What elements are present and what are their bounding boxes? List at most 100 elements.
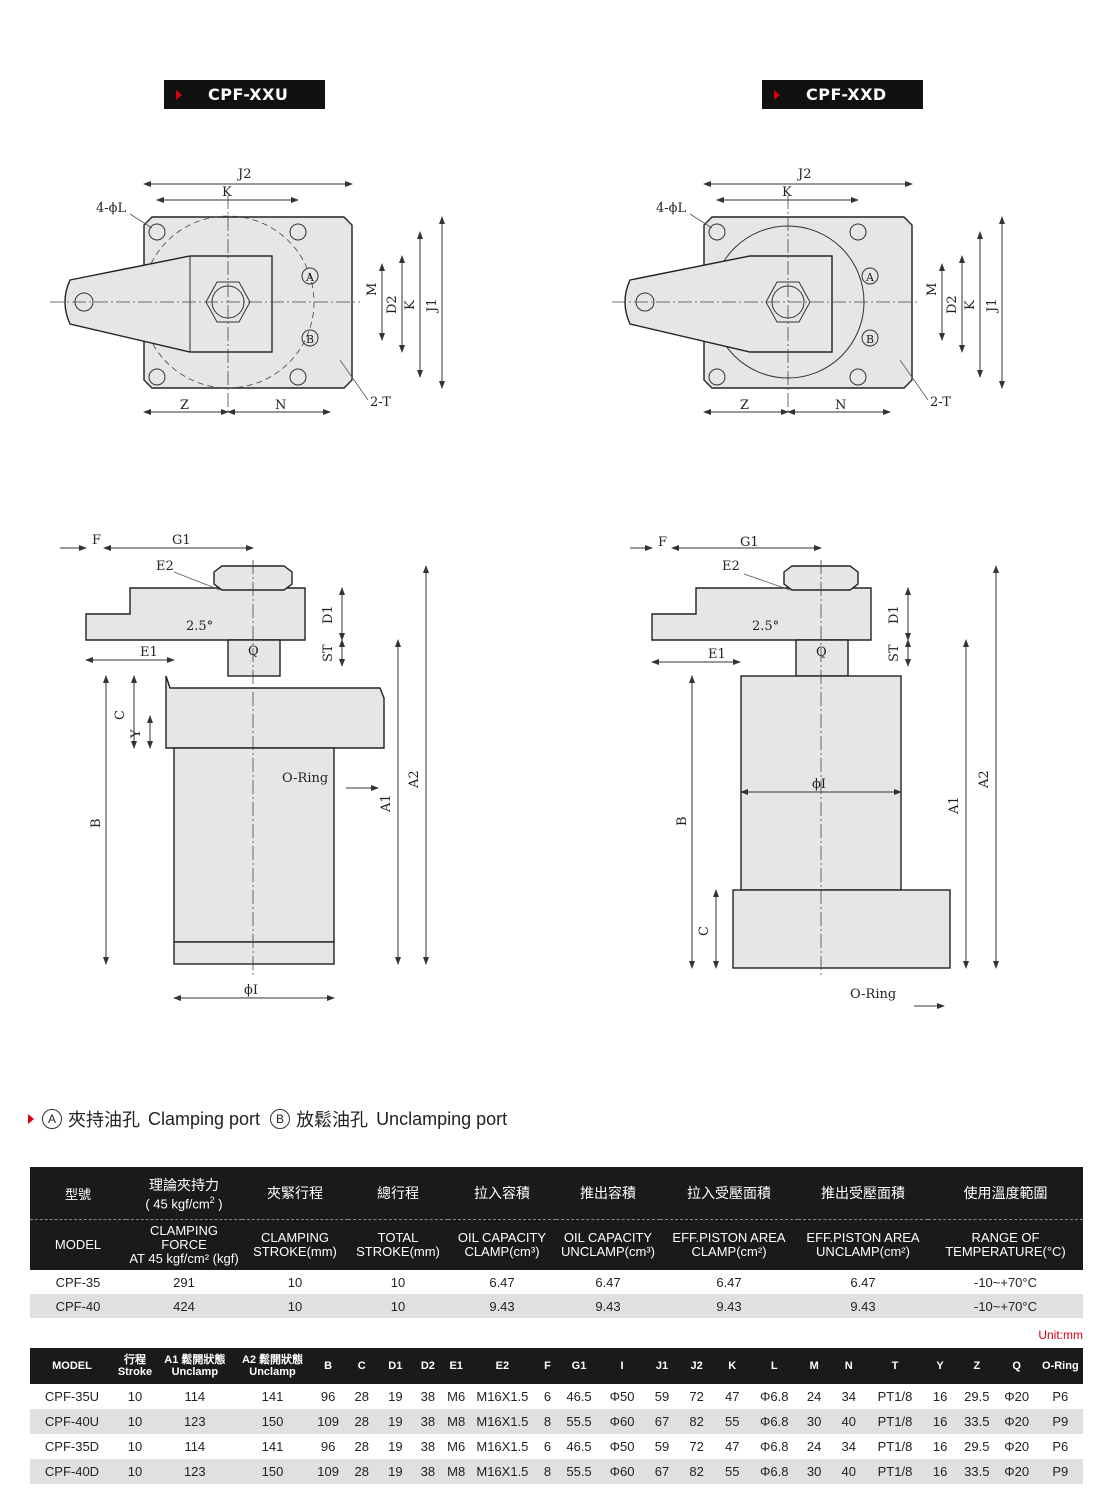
port-a-icon: A xyxy=(42,1109,62,1129)
th-en-line: UNCLAMP(cm²) xyxy=(816,1244,910,1259)
th-dim-line: L xyxy=(770,1360,778,1372)
th-zh-8: 使用溫度範圍 xyxy=(928,1167,1083,1220)
table-cell: 10 xyxy=(348,1294,448,1318)
th-dim-4: B xyxy=(311,1348,345,1384)
th-dim-line: F xyxy=(544,1360,551,1372)
th-dim-23: O-Ring xyxy=(1037,1348,1083,1384)
table-cell: 9.43 xyxy=(448,1294,556,1318)
th-dim-21: Z xyxy=(957,1348,996,1384)
th-dim-line: A2 鬆開狀態 xyxy=(241,1354,304,1366)
dim-k-side: K xyxy=(403,300,418,310)
dim-n: N xyxy=(275,398,286,413)
port-b-icon: B xyxy=(270,1109,291,1129)
th-dim-22: Q xyxy=(995,1348,1038,1384)
table-cell: Φ60 xyxy=(598,1409,646,1434)
table-cell: 10 xyxy=(242,1294,348,1318)
th-dim-line: I xyxy=(620,1360,624,1372)
table-cell: 9.43 xyxy=(798,1294,928,1318)
clamping-port-zh: 夾持油孔 xyxy=(68,1110,140,1130)
th-zh-2: 夾緊行程 xyxy=(242,1167,348,1220)
table-cell: 19 xyxy=(378,1459,413,1484)
port-legend: A 夾持油孔 Clamping port B 放鬆油孔 Unclamping p… xyxy=(28,1106,507,1132)
dim-l: 4-ϕL xyxy=(96,201,127,216)
table-cell: 28 xyxy=(354,1389,369,1404)
table-cell: 34 xyxy=(841,1439,857,1454)
play-icon xyxy=(176,89,182,100)
th-en-line: STROKE(mm) xyxy=(356,1244,440,1259)
dim-c: C xyxy=(113,710,128,720)
dim-e2: E2 xyxy=(156,559,174,574)
table-cell: 29.5 xyxy=(964,1389,990,1404)
dim-c-right: C xyxy=(697,926,712,936)
table-cell: 109 xyxy=(311,1459,345,1484)
dim-e1: E1 xyxy=(140,645,158,660)
th-zh-1: 理論夾持力 ( 45 kgf/cm2 ) xyxy=(126,1167,242,1220)
table-cell: 8 xyxy=(535,1409,560,1434)
table-cell: Φ50 xyxy=(609,1439,635,1454)
table-cell: -10~+70°C xyxy=(928,1270,1083,1294)
table-cell: 33.5 xyxy=(957,1459,996,1484)
play-icon xyxy=(774,89,780,100)
table-cell: CPF-40D xyxy=(30,1459,114,1484)
table1-zh-header: 型號 理論夾持力 ( 45 kgf/cm2 ) 夾緊行程 總行程 拉入容積 推出… xyxy=(30,1167,1083,1220)
table-cell: 6 xyxy=(543,1389,552,1404)
th-dim-line: 行程 xyxy=(123,1354,146,1366)
th-dim-line: M xyxy=(809,1360,819,1372)
table-cell: 67 xyxy=(645,1409,679,1434)
table-cell: 28 xyxy=(344,1409,379,1434)
unclamping-port-en: Unclamping port xyxy=(376,1108,508,1129)
table-cell: Φ60 xyxy=(598,1459,646,1484)
table-cell: Φ6.8 xyxy=(760,1439,789,1454)
th-dim-5: C xyxy=(344,1348,379,1384)
th-dim-10: F xyxy=(535,1348,560,1384)
th-dim-line: N xyxy=(844,1360,853,1372)
table-cell: 96 xyxy=(320,1389,336,1404)
th-zh-1-main: 理論夾持力 xyxy=(149,1176,219,1193)
th-dim-line: Stroke xyxy=(117,1366,153,1378)
table-cell: 16 xyxy=(932,1439,948,1454)
table-cell: Φ6.8 xyxy=(760,1389,789,1404)
dim-d2: D2 xyxy=(385,295,400,314)
table-cell: 46.5 xyxy=(566,1389,592,1404)
th-en-line: TEMPERATURE(°C) xyxy=(945,1244,1066,1259)
table-cell: 150 xyxy=(233,1409,312,1434)
dim-y: Y xyxy=(129,729,144,739)
th-dim-line: A1 鬆開狀態 xyxy=(164,1354,226,1366)
table-cell: 34 xyxy=(841,1389,857,1404)
table-cell: 6.47 xyxy=(660,1270,798,1294)
th-en-line: RANGE OF xyxy=(971,1230,1040,1245)
dim-i-right: ϕI xyxy=(812,777,826,792)
table-cell: 6.47 xyxy=(448,1270,556,1294)
table-cell: 16 xyxy=(932,1389,948,1404)
th-dim-12: I xyxy=(598,1348,646,1384)
dim-g1: G1 xyxy=(172,533,191,548)
table-cell: 9.43 xyxy=(556,1294,660,1318)
th-dim-line: D2 xyxy=(420,1360,435,1372)
dim-j2-right: J2 xyxy=(796,167,811,182)
th-dim-line: MODEL xyxy=(52,1360,92,1372)
th-en-line: TOTAL xyxy=(377,1230,419,1245)
table-cell: Φ6.8 xyxy=(750,1409,799,1434)
dim-angle-right: 2.5° xyxy=(752,619,779,634)
dim-a2: A2 xyxy=(407,770,422,789)
dim-j1-right: J1 xyxy=(985,299,1000,314)
table-cell: PT1/8 xyxy=(867,1459,923,1484)
table-cell: M8 xyxy=(443,1409,469,1434)
dim-a1-right: A1 xyxy=(947,796,962,815)
table-cell: 38 xyxy=(420,1439,436,1454)
table-cell: 109 xyxy=(311,1409,345,1434)
table-cell: 96 xyxy=(320,1439,336,1454)
th-dim-line: B xyxy=(324,1360,333,1372)
top-view-d: A B J2 K 4-ϕL Z N 2-T M D2 K J1 xyxy=(612,167,1005,415)
table-cell: 19 xyxy=(388,1439,403,1454)
table-cell: 82 xyxy=(678,1409,715,1434)
model-tag-left-label: CPF-XXU xyxy=(208,85,289,104)
dim-m: M xyxy=(365,283,380,296)
table-cell: 10 xyxy=(113,1459,156,1484)
